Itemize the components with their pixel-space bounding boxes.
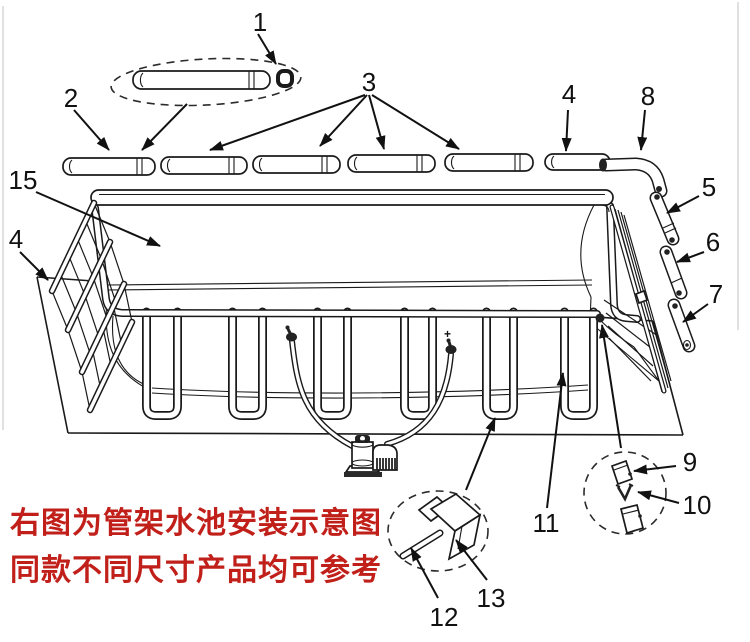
vertical-pipe-6: [659, 245, 688, 300]
callout-arrow-6: [676, 251, 705, 263]
pin-sleeve-lower: [619, 503, 645, 535]
motor-grille: [376, 458, 396, 470]
callout-arrow-13: [455, 539, 488, 581]
pool-leg: [400, 307, 437, 420]
pool-leg: [313, 307, 352, 420]
annotation-note: 右图为管架水池安装示意图 同款不同尺寸产品均可参考: [10, 500, 382, 594]
corner-joint-bolt: [595, 313, 605, 323]
detail-circle: [387, 490, 489, 572]
callout-arrow-1: [257, 33, 277, 65]
callout-label-3: 3: [362, 67, 376, 97]
pump-base: [344, 472, 382, 477]
callout-arrows: [19, 33, 709, 599]
callout-label-2: 2: [64, 83, 78, 113]
callout-label-10: 10: [683, 490, 712, 520]
vertical-pipe-7: [667, 298, 696, 353]
callout-arrow-pin-location: [599, 324, 622, 449]
callout-arrow-3d: [371, 94, 460, 150]
callout-arrow-3a: [209, 94, 366, 151]
right-end-support-lattice: [603, 204, 672, 394]
top-rail-pipes: [62, 153, 611, 176]
pool-legs: [142, 307, 598, 420]
callout-label-4-top: 4: [562, 79, 576, 109]
callout-label-15: 15: [9, 165, 38, 195]
callout-label-13: 13: [477, 583, 506, 613]
vertical-pipe-5: [649, 191, 680, 246]
detail-ellipse: [110, 57, 302, 107]
left-end-support-lattice: [48, 199, 136, 414]
detail-circle: [583, 451, 667, 535]
annotation-line-1: 右图为管架水池安装示意图: [10, 506, 382, 541]
callout-label-6: 6: [706, 227, 720, 257]
top-rim-rail: [90, 189, 614, 206]
pool-leg: [228, 307, 267, 420]
callout-arrow-7: [682, 303, 709, 323]
pool-leg: [142, 307, 182, 420]
frame-pipe-segment: [444, 153, 534, 172]
elbow-pipe: [599, 157, 668, 198]
callout-arrow-4left: [19, 251, 49, 281]
detail-circle-drain-valve: [387, 490, 489, 572]
callout-label-9: 9: [683, 447, 697, 477]
callout-arrow-15: [35, 191, 161, 247]
pool-liner: [95, 204, 661, 399]
callout-arrow-5: [666, 195, 700, 214]
filter-pump: [344, 435, 398, 477]
callout-label-7: 7: [709, 279, 723, 309]
callout-arrow-9: [633, 464, 677, 475]
pool-leg: [482, 307, 518, 420]
detail-ellipse-pin: [110, 57, 302, 107]
callout-arrow-3b: [319, 94, 368, 147]
frame-pipe-segment: [160, 156, 248, 175]
callout-label-12: 12: [430, 602, 459, 632]
callout-arrow-valve-location: [465, 417, 496, 491]
callout-label-4-left: 4: [9, 224, 23, 254]
lattice-mesh: [51, 202, 133, 411]
frame-pipe-segment: [62, 157, 156, 176]
callout-arrow-2: [73, 109, 110, 151]
callout-arrow-10: [637, 490, 680, 504]
lattice-sleeve: [634, 289, 649, 305]
pool-leg: [560, 307, 598, 420]
callout-arrow-12: [410, 547, 439, 599]
inlet-valve: [285, 325, 297, 342]
detail-pipe: [132, 70, 271, 90]
elbow-connector: [599, 158, 607, 172]
outlet-valve: [445, 338, 457, 354]
callout-arrow-11: [546, 372, 567, 509]
callout-arrow-4top: [561, 109, 572, 152]
plus-mark: +: [444, 327, 451, 341]
wall-connectors: +: [285, 325, 457, 354]
v-clip: [616, 484, 633, 502]
detail-circle-joint-pins: [583, 451, 667, 535]
callout-arrow-detail: [141, 103, 188, 151]
frame-pipe-segment: [252, 155, 341, 174]
callout-label-8: 8: [641, 81, 655, 111]
callout-label-5: 5: [702, 172, 716, 202]
callout-label-1: 1: [253, 7, 267, 37]
callout-arrow-3c: [368, 94, 386, 150]
callout-label-11: 11: [533, 508, 560, 538]
frame-pipe-segment: [347, 154, 436, 173]
annotation-line-2: 同款不同尺寸产品均可参考: [10, 553, 382, 588]
pump-motor: [372, 444, 398, 471]
pump-hoses: [289, 338, 454, 449]
pin-sleeve-upper: [610, 459, 634, 486]
callout-arrow-8: [637, 109, 648, 151]
locking-pin-ring: [276, 69, 294, 88]
callout-labels: 1 2 3 4 8 5 6 7 15 4 9 10 11 12 13: [9, 7, 724, 632]
